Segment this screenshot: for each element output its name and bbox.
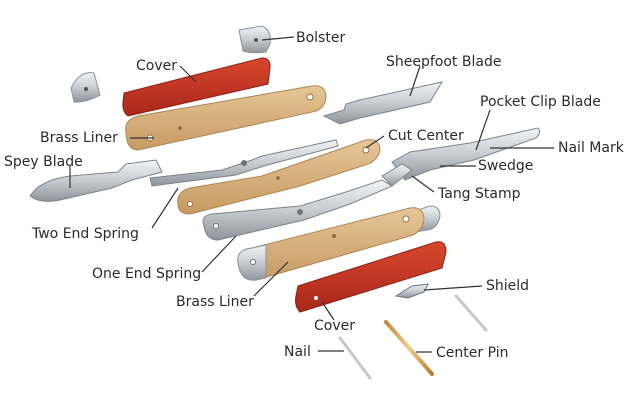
cover-top-part — [122, 57, 271, 117]
leader-pocket-clip — [475, 109, 491, 151]
one-end-spring-part — [202, 163, 413, 241]
label-cover-top: Cover — [136, 58, 177, 74]
label-cut-center: Cut Center — [388, 128, 464, 144]
label-tang-stamp: Tang Stamp — [438, 186, 521, 202]
label-cover-bottom: Cover — [314, 318, 355, 334]
leader-cover-bottom — [321, 301, 335, 321]
label-brass-liner-bottom: Brass Liner — [176, 294, 254, 310]
shield-part — [394, 283, 429, 299]
label-shield: Shield — [486, 278, 530, 294]
label-brass-liner-top: Brass Liner — [40, 130, 118, 146]
label-sheepfoot-blade: Sheepfoot Blade — [386, 54, 502, 70]
leader-brass-liner-bottom — [253, 261, 289, 297]
leader-two-end-spring — [151, 187, 179, 229]
cover-bottom-part — [295, 241, 447, 313]
sheepfoot-blade-part — [322, 81, 444, 125]
pin-part-right — [454, 294, 488, 332]
bolster-part-left — [70, 72, 101, 103]
nail-part — [338, 336, 372, 380]
center-pin-part — [384, 320, 434, 376]
leader-cover-top — [179, 65, 197, 83]
leader-sheepfoot — [409, 65, 421, 97]
brass-liner-bottom-part — [237, 207, 425, 281]
leader-one-end-spring — [201, 235, 237, 273]
leader-lines — [69, 36, 554, 353]
label-pocket-clip-blade: Pocket Clip Blade — [480, 94, 601, 110]
pocket-clip-blade-part — [391, 127, 541, 181]
bolster-part — [238, 25, 271, 54]
spey-blade-part — [29, 159, 163, 202]
label-nail-mark: Nail Mark — [558, 140, 624, 156]
leader-tang-stamp — [411, 175, 435, 193]
leader-shield — [423, 285, 483, 291]
label-two-end-spring: Two End Spring — [32, 226, 139, 242]
cut-center-liner-part — [177, 139, 381, 215]
leader-cut-center — [365, 135, 385, 149]
label-spey-blade: Spey Blade — [4, 154, 83, 170]
label-nail: Nail — [284, 344, 311, 360]
label-bolster: Bolster — [296, 30, 346, 46]
label-one-end-spring: One End Spring — [92, 266, 202, 282]
two-end-spring-part — [149, 139, 339, 187]
leader-bolster — [261, 36, 295, 41]
label-center-pin: Center Pin — [436, 345, 509, 361]
label-swedge: Swedge — [478, 158, 534, 174]
